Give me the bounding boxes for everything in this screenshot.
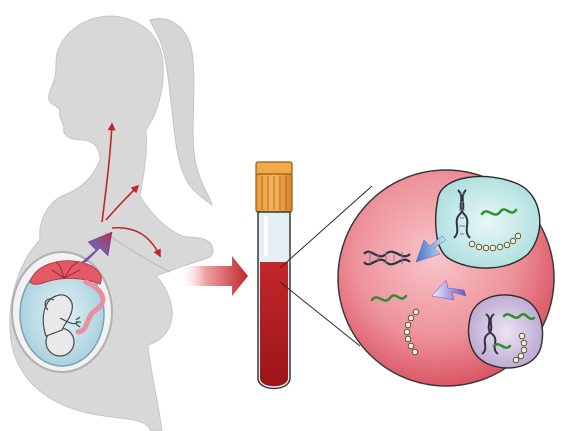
fetus-hand bbox=[75, 316, 81, 328]
placenta bbox=[29, 260, 102, 285]
cell-free-dna bbox=[363, 250, 420, 356]
blood-tube bbox=[255, 161, 293, 390]
circulation-arrow-up bbox=[101, 122, 116, 223]
tube-blood bbox=[260, 262, 288, 387]
fetal-cell-bead-chain bbox=[512, 332, 528, 364]
fetus bbox=[42, 294, 81, 357]
zoom-lines bbox=[279, 185, 373, 347]
plasma-zoom bbox=[337, 169, 555, 387]
tube-highlight bbox=[264, 216, 268, 256]
maternal-cell-rna-strand bbox=[480, 208, 518, 216]
fetal-cell-dna-helix bbox=[481, 313, 499, 355]
maternal-cell-membrane bbox=[435, 175, 541, 269]
tube-cap-ridges bbox=[261, 176, 287, 210]
zoom-line-bottom bbox=[279, 281, 361, 347]
zoom-line-top bbox=[279, 185, 373, 269]
fetus-leg bbox=[44, 298, 55, 311]
cfdna-rna-strand bbox=[370, 294, 408, 302]
placenta-vessels bbox=[51, 261, 81, 279]
maternal-cell bbox=[435, 175, 541, 269]
maternal-cell-dna-helix bbox=[453, 189, 471, 239]
cfdna-bead-chain bbox=[403, 308, 420, 356]
maternal-cell-bead-chain bbox=[468, 232, 522, 252]
maternal-release-arrow bbox=[415, 235, 447, 263]
uterus bbox=[11, 251, 113, 373]
umbilical-cord bbox=[75, 279, 106, 335]
circulation-arrow-down bbox=[111, 227, 161, 258]
draw-blood-arrow bbox=[182, 256, 248, 296]
fetal-cell-rna-strand-2 bbox=[492, 343, 512, 349]
circulation-arrows bbox=[101, 122, 161, 258]
fetus-body bbox=[42, 294, 73, 337]
fetal-release-arrow bbox=[431, 279, 467, 301]
fetal-cell-rna-strand bbox=[502, 313, 536, 321]
fetal-cell-membrane bbox=[467, 294, 544, 369]
circulation-arrow-right bbox=[105, 184, 140, 221]
pregnant-woman-silhouette bbox=[9, 15, 214, 431]
ponytail bbox=[149, 18, 213, 207]
fetal-transfer-arrow bbox=[81, 231, 113, 263]
fetus-arm bbox=[59, 317, 79, 325]
fetal-cell bbox=[467, 294, 544, 369]
cfdna-helix bbox=[363, 250, 411, 266]
